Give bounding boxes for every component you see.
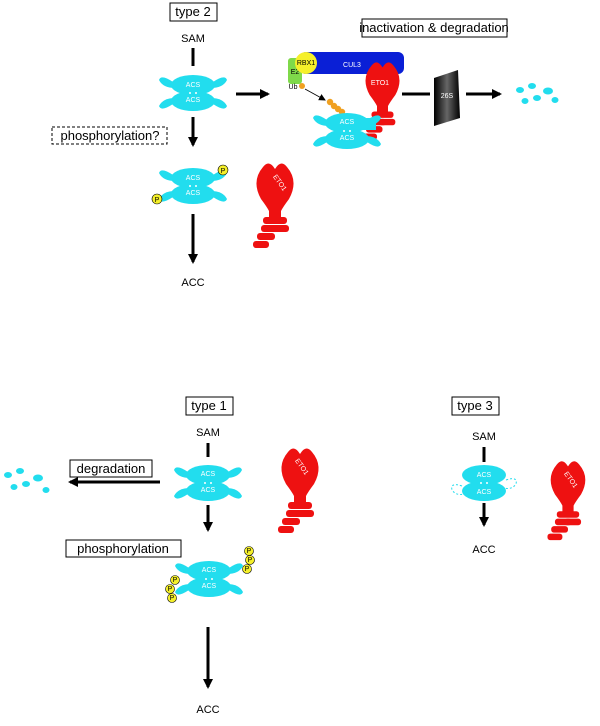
type2-phospho-label: phosphorylation?	[60, 128, 159, 143]
type1-p-label-l1: P	[173, 577, 178, 584]
type1-degraded-fragments	[4, 468, 50, 493]
type1-phospho-groups-left	[165, 575, 180, 603]
type2-sam-label: SAM	[181, 33, 205, 45]
type2-acs-phospho-label-bottom: ACS	[186, 190, 201, 197]
rbx1-label: RBX1	[297, 60, 315, 67]
type2-phospho-p-2	[151, 193, 163, 205]
proteasome-label: 26S	[441, 93, 454, 100]
type1-acs-phospho-label-top: ACS	[202, 567, 217, 574]
cul3-label: CUL3	[343, 62, 361, 69]
type1-p-label-r2: P	[248, 557, 253, 564]
rbx1-subunit	[295, 52, 317, 74]
type2-inactivation-box	[361, 18, 508, 38]
type3-sam-label: SAM	[472, 431, 496, 443]
type2-acs-dimer	[159, 75, 227, 111]
ub-transfer-arrow	[304, 88, 326, 101]
type2-acs-phospho-label-top: ACS	[186, 175, 201, 182]
type1-degradation-box	[69, 459, 153, 478]
type3-acs-dimer	[451, 465, 517, 501]
type2-degraded-fragments	[516, 83, 559, 104]
type3-acs-label-bottom: ACS	[477, 489, 492, 496]
type1-acs-label-top: ACS	[201, 471, 216, 478]
type2-phospho-box	[51, 126, 168, 145]
type2-acs-label-bottom: ACS	[186, 97, 201, 104]
type2-eto1-bound-label: ETO1	[371, 80, 389, 87]
type2-p-label-2: P	[155, 197, 160, 204]
ub-dot	[299, 83, 305, 89]
type2-acs-phospho-dimer	[159, 168, 227, 204]
type1-phospho-groups-right	[242, 546, 255, 574]
ub-label: Ub	[289, 84, 298, 91]
type2-acs-label-top: ACS	[186, 82, 201, 89]
type1-sam-label: SAM	[196, 427, 220, 439]
e2-label: E2	[291, 69, 300, 76]
type1-label: type 1	[191, 398, 226, 413]
type1-phospho-label: phosphorylation	[77, 541, 169, 556]
type3-acc-label: ACC	[472, 544, 495, 556]
proteasome-26s	[434, 70, 460, 126]
type3-box	[451, 396, 500, 416]
type2-label: type 2	[175, 4, 210, 19]
type2-acc-label: ACC	[181, 277, 204, 289]
type2-box	[169, 2, 218, 22]
type3-acs-label-top: ACS	[477, 472, 492, 479]
type2-acs-bound-label-bottom: ACS	[340, 135, 355, 142]
type1-phospho-box	[65, 539, 182, 558]
type2-inactivation-label: inactivation & degradation	[359, 20, 509, 35]
type2-acs-bound-label-top: ACS	[340, 119, 355, 126]
type1-p-label-r3: P	[245, 566, 250, 573]
type1-p-label-r1: P	[247, 548, 252, 555]
type1-degradation-label: degradation	[77, 461, 146, 476]
type1-box	[185, 396, 234, 416]
type1-acs-phospho-label-bottom: ACS	[202, 583, 217, 590]
ubiquitin-chain	[326, 98, 346, 116]
type1-acs-label-bottom: ACS	[201, 487, 216, 494]
type2-phospho-p-1	[217, 164, 229, 176]
type1-p-label-l3: P	[170, 595, 175, 602]
type3-label: type 3	[457, 398, 492, 413]
type2-p-label-1: P	[221, 168, 226, 175]
type1-acc-label: ACC	[196, 704, 219, 716]
type1-p-label-l2: P	[168, 586, 173, 593]
